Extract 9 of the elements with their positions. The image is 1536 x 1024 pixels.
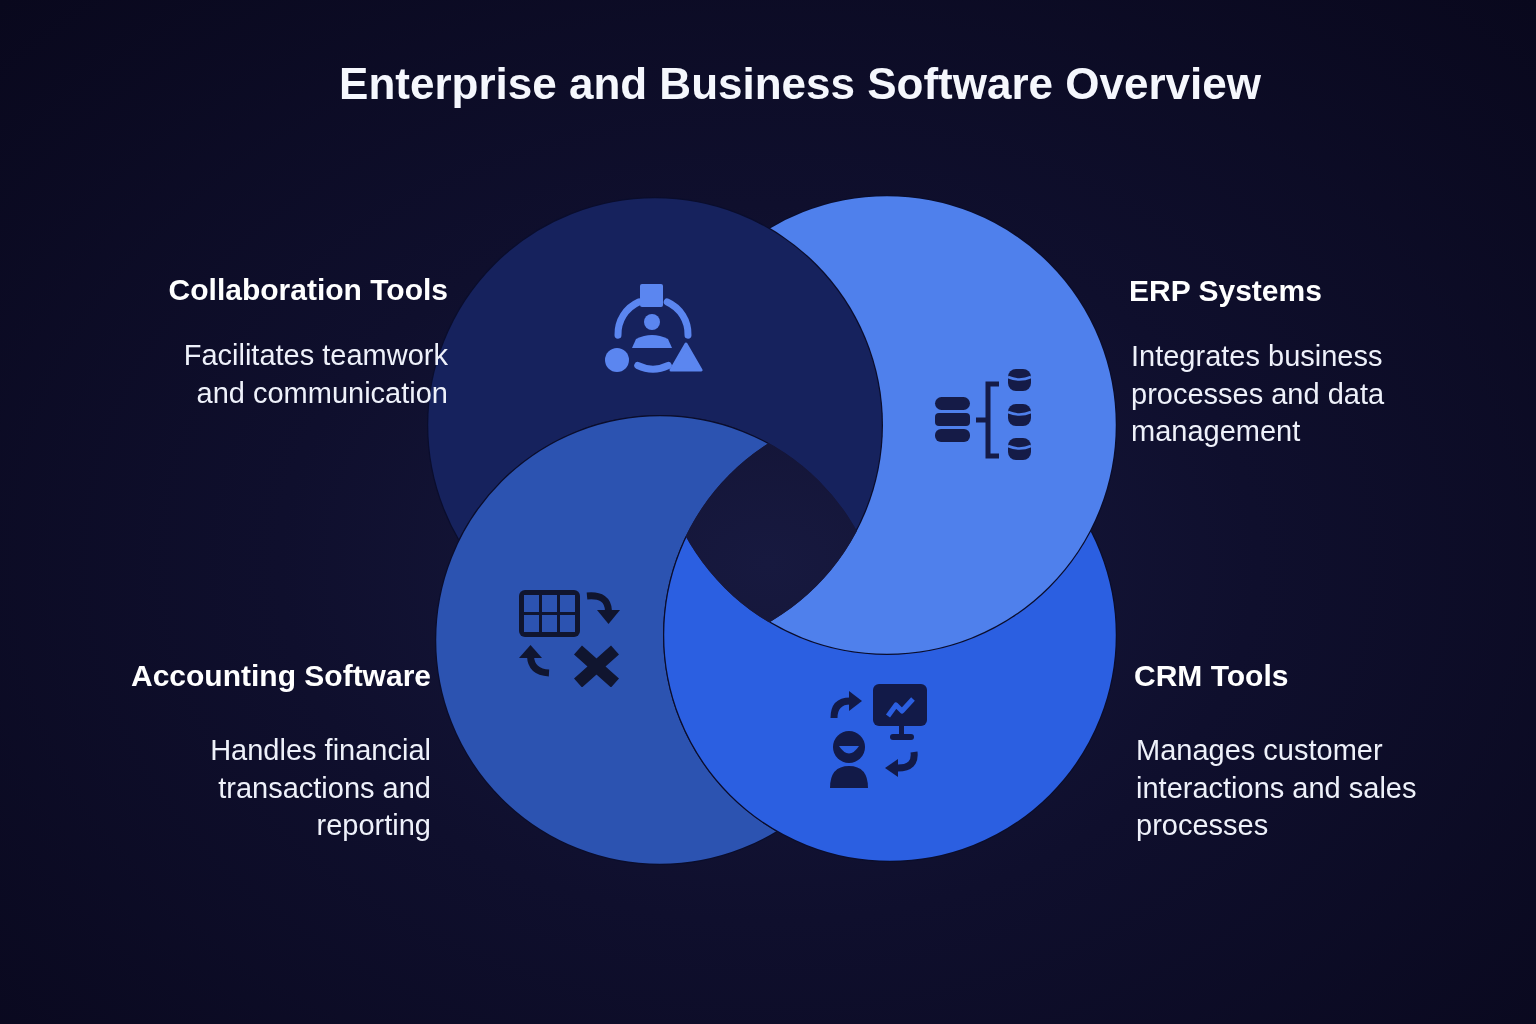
description: Integrates business processes and data management [1131, 339, 1386, 449]
description: Facilitates teamwork and communication [182, 338, 448, 411]
title: Enterprise and Business Software Overview [339, 58, 1261, 110]
heading: ERP Systems [1129, 273, 1322, 309]
heading: Collaboration Tools [168, 272, 448, 308]
description: Manages customer interactions and sales processes [1136, 733, 1418, 843]
description: Handles financial transactions and reporting [209, 733, 431, 843]
heading: CRM Tools [1134, 658, 1289, 694]
heading: Accounting Software [131, 658, 431, 694]
